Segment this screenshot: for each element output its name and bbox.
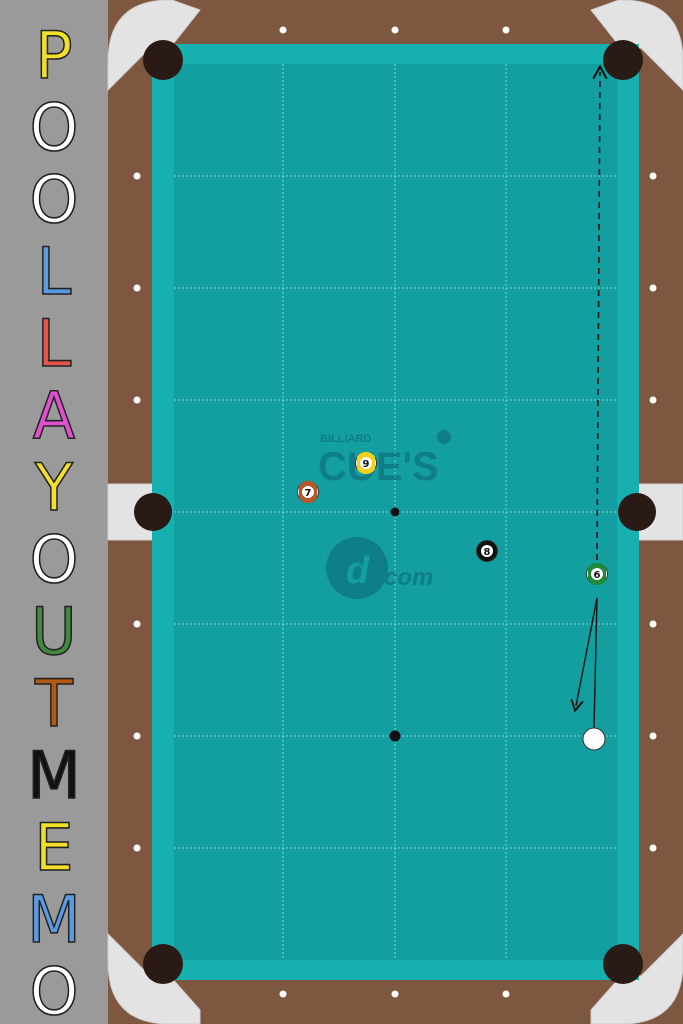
diamond-marker (649, 284, 657, 292)
head-spot (389, 730, 401, 742)
diamond-marker (133, 284, 141, 292)
object-ball-path (592, 64, 608, 561)
watermark-sub: com (384, 564, 433, 591)
diamond-marker (649, 844, 657, 852)
title-letter: O (30, 162, 79, 238)
diamond-marker (502, 26, 510, 34)
diamond-marker (279, 26, 287, 34)
pocket-top-left (143, 40, 183, 80)
title-letter: Y (34, 450, 73, 526)
diamond-marker (133, 844, 141, 852)
pocket-side-left (134, 493, 172, 531)
title-letter: M (27, 882, 80, 958)
title-letter: P (35, 18, 72, 94)
watermark-d-icon (326, 537, 388, 599)
ball-7-label: 7 (305, 488, 312, 499)
diamond-marker (133, 172, 141, 180)
ball-6-label: 6 (594, 570, 601, 581)
pocket-bottom-left (143, 944, 183, 984)
ball-6[interactable]: 6 (586, 562, 608, 586)
ball-8[interactable]: 8 (476, 540, 498, 562)
watermark-d-letter: d (346, 550, 370, 592)
ball-cue[interactable] (582, 727, 606, 751)
title-letter: O (30, 90, 79, 166)
diamond-marker (649, 172, 657, 180)
diamond-marker (502, 990, 510, 998)
diamond-marker (391, 990, 399, 998)
title-letter: L (37, 234, 72, 310)
pockets (134, 40, 656, 984)
title-letter: O (30, 954, 79, 1024)
pocket-bottom-right (603, 944, 643, 984)
title-column (0, 0, 108, 1024)
pocket-top-right (603, 40, 643, 80)
title-letter: L (37, 306, 72, 382)
watermark-ball-icon (437, 430, 451, 444)
watermark-main: CUE'S (318, 445, 439, 489)
diamond-marker (649, 732, 657, 740)
pocket-side-right (618, 493, 656, 531)
diamond-marker (133, 396, 141, 404)
diamond-marker (133, 620, 141, 628)
diamond-marker (649, 620, 657, 628)
title-letter: U (31, 594, 76, 670)
cue-path-out (570, 597, 598, 713)
ball-7[interactable]: 7 (297, 480, 319, 504)
title-letter: T (34, 666, 73, 742)
diamond-marker (279, 990, 287, 998)
title-letter: E (34, 810, 73, 886)
title-letter: M (27, 738, 80, 814)
watermark-small: BILLIARD (320, 433, 371, 445)
diamond-marker (649, 396, 657, 404)
ball-9-label: 9 (363, 459, 370, 470)
cue-path-in (593, 597, 598, 729)
center-spot (390, 507, 400, 517)
diamond-marker (133, 732, 141, 740)
ball-9[interactable]: 9 (355, 451, 377, 475)
rail-diamonds (133, 26, 657, 998)
ball-8-label: 8 (484, 547, 491, 558)
title-letter: O (30, 522, 79, 598)
diamond-marker (391, 26, 399, 34)
title-letter: A (33, 378, 75, 454)
watermark-logo: BILLIARD CUE'S d com (318, 430, 451, 599)
